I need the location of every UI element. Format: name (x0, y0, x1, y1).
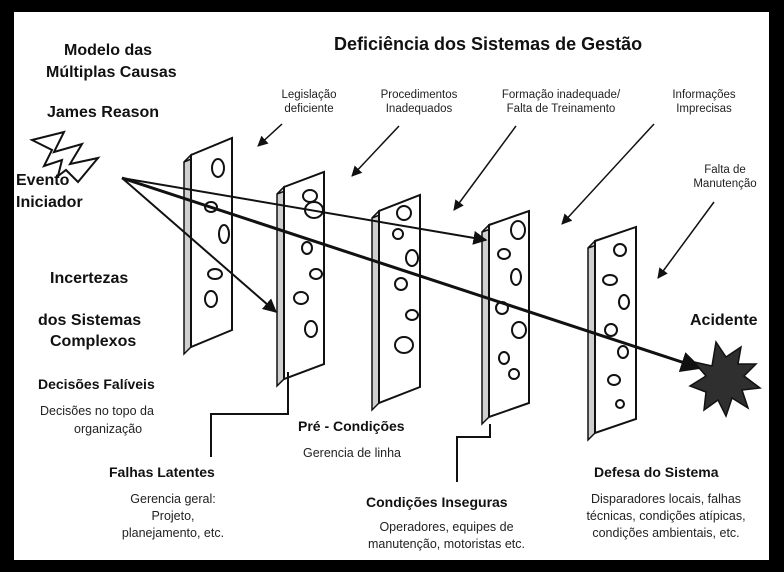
diagram-title: Deficiência dos Sistemas de Gestão (334, 34, 643, 54)
trajectory-arrow-lower (121, 177, 278, 313)
label-legislation-line1: Legislação (281, 89, 337, 101)
diagram-artwork (29, 123, 762, 482)
system-defense-title: Defesa do Sistema (594, 464, 719, 480)
uncertainty-label-line1: Incertezas (50, 270, 129, 287)
label-training-line2: Falta de Treinamento (506, 103, 616, 115)
uncertainty-label-line2: dos Sistemas (38, 312, 142, 329)
decisions-title: Decisões Falíveis (38, 376, 155, 392)
explosion-icon (688, 340, 762, 418)
unsafe-conditions-line1: Operadores, equipes de (379, 520, 514, 534)
unsafe-conditions-line2: manutenção, motoristas etc. (367, 537, 526, 551)
latent-failures-title: Falhas Latentes (109, 464, 215, 480)
barrier-slab-1 (183, 136, 233, 356)
label-information-line2: Imprecisas (676, 103, 732, 115)
label-legislation-line2: deficiente (284, 103, 334, 115)
event-label-line2: Iniciador (16, 194, 83, 211)
label-maintenance-line2: Manutenção (693, 178, 757, 190)
label-training-line1: Formação inadequade/ (501, 89, 621, 101)
barrier-slab-2 (276, 170, 325, 388)
barrier-slab-4 (481, 209, 530, 426)
decisions-desc-line1: Decisões no topo da (40, 404, 154, 418)
label-maintenance-line1: Falta de (704, 164, 746, 176)
decisions-desc-line2: organização (74, 422, 143, 436)
system-defense-line1: Disparadores locais, falhas (590, 492, 742, 506)
author-label: James Reason (47, 104, 160, 121)
lightning-icon (29, 130, 101, 184)
event-label-line1: Evento (16, 172, 70, 189)
system-defense-line2: técnicas, condições atípicas, (586, 509, 746, 523)
unsafe-conditions-title: Condições Inseguras (366, 494, 508, 510)
preconditions-title: Pré - Condições (298, 418, 405, 434)
system-defense-line3: condições ambientais, etc. (592, 526, 740, 540)
barrier-slab-5 (587, 225, 637, 442)
latent-failures-line3: planejamento, etc. (121, 526, 225, 540)
latent-failures-line2: Projeto, (151, 509, 195, 523)
outcome-label: Acidente (690, 312, 758, 329)
label-procedures-line1: Procedimentos (380, 89, 458, 101)
diagram-frame: Deficiência dos Sistemas de Gestão Model… (14, 12, 769, 560)
trajectory-arrow-upper (121, 177, 488, 245)
uncertainty-label-line3: Complexos (50, 333, 137, 350)
latent-failures-line1: Gerencia geral: (130, 492, 216, 506)
preconditions-desc: Gerencia de linha (303, 446, 401, 460)
model-label-line2: Múltiplas Causas (46, 64, 177, 81)
label-procedures-line2: Inadequados (385, 103, 453, 115)
model-label-line1: Modelo das (64, 42, 153, 59)
trajectory-arrow-main (121, 176, 702, 373)
label-information-line1: Informações (672, 89, 736, 101)
